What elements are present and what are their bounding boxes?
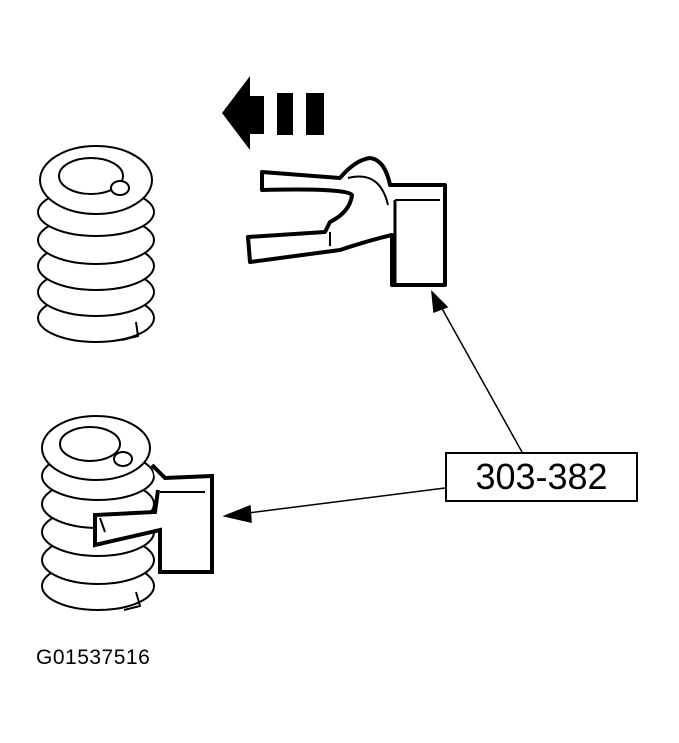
direction-arrow-icon (222, 76, 324, 150)
spring-uninstalled-illustration (37, 145, 155, 343)
spring-with-tool-illustration (41, 415, 214, 611)
spring-tool-illustration (246, 156, 447, 287)
figure-id: G01537516 (36, 646, 151, 669)
tool-number-label: 303-382 (445, 452, 638, 502)
leader-lines (222, 289, 523, 523)
